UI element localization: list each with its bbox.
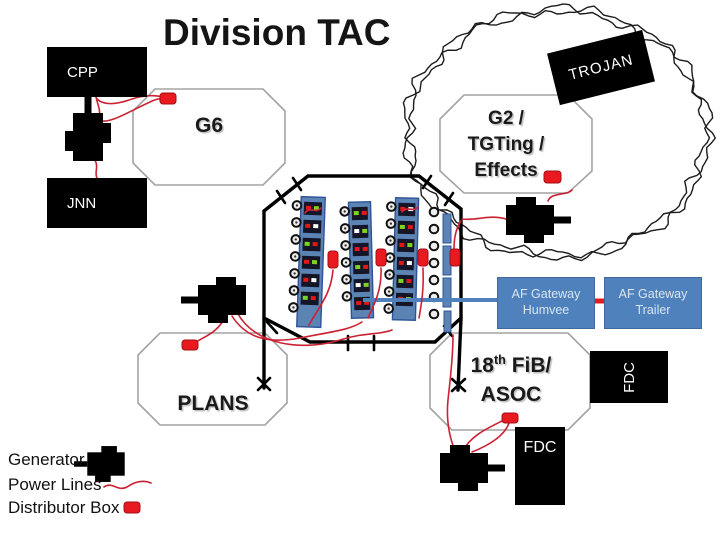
af-gateway-trailer-line1: AF Gateway [618, 287, 688, 302]
fdc-side-node[interactable]: FDC [590, 351, 668, 403]
rack-wheel-icon [428, 274, 440, 286]
distributor-box-icon [327, 250, 339, 269]
g6-label: G6 [194, 114, 223, 137]
legend-distributor-box-icon [123, 501, 141, 514]
jnn-node[interactable]: JNN [47, 178, 147, 228]
cloud-outline [402, 3, 717, 262]
af-gateway-trailer-node[interactable]: AF Gateway Trailer [604, 277, 702, 329]
af-gateway-humvee-node[interactable]: AF Gateway Humvee [497, 277, 595, 329]
rack-wheel-icon [428, 223, 440, 235]
plans-label: PLANS [177, 392, 249, 415]
fib-label-line2: ASOC [480, 383, 542, 406]
legend-distributor-row: Distributor Box [8, 498, 119, 518]
cloud-scribble-path [402, 3, 714, 259]
legend-generator-label: Generator [8, 450, 85, 469]
rack-wheel-icon [428, 240, 440, 252]
generator-icon [181, 277, 246, 323]
generator-icon [65, 96, 111, 161]
legend-distributor-label: Distributor Box [8, 498, 120, 517]
distributor-box-icon [181, 339, 199, 351]
legend-generator-row: Generator [8, 450, 85, 470]
trojan-label: TROJAN [566, 51, 636, 84]
fib-area-shape[interactable] [429, 332, 591, 431]
cpp-label: CPP [67, 63, 98, 81]
g2-label: G2 / TGTing / Effects [440, 106, 572, 184]
af-gateway-humvee-line1: AF Gateway [511, 287, 581, 302]
cpp-node[interactable]: CPP [47, 47, 147, 97]
distributor-box-icon [449, 248, 461, 267]
page-title: Division TAC [163, 12, 391, 53]
equipment-racks [288, 195, 440, 329]
distributor-box-icon [543, 170, 562, 184]
fdc-bottom-node[interactable]: FDC [515, 427, 565, 505]
rack-wheel-icon [428, 308, 440, 320]
legend-power-lines-row: Power Lines [8, 475, 102, 495]
distributor-box-icon [375, 248, 387, 267]
distributor-box-icon [417, 248, 429, 267]
distributor-boxes [123, 92, 562, 514]
distributor-box-icon [501, 412, 519, 424]
legend-power-lines-label: Power Lines [8, 475, 102, 494]
g6-area-shape[interactable] [132, 88, 286, 186]
fib-label: 18th FiB/ ASOC [430, 346, 592, 409]
area-shapes [132, 88, 593, 431]
af-gateway-trailer-line2: Trailer [635, 303, 671, 317]
fib-label-line1: 18th FiB/ [470, 353, 552, 377]
fdc-bottom-label: FDC [523, 439, 557, 456]
g2-label-line1: G2 / [488, 108, 524, 129]
rack-wheel-icon [428, 206, 440, 218]
af-gateway-humvee-line2: Humvee [522, 303, 570, 317]
g2-label-line3: Effects [474, 160, 538, 181]
rack-wheel-icon [428, 257, 440, 269]
equipment-rack [288, 195, 326, 329]
fdc-side-label: FDC [620, 361, 638, 393]
generator-icon [506, 197, 571, 243]
equipment-rack [339, 201, 375, 319]
g2-label-line2: TGTing / [467, 134, 545, 155]
distributor-box-icon [159, 92, 177, 105]
equipment-rack [383, 197, 420, 321]
antenna-pole [442, 213, 452, 333]
jnn-label: JNN [67, 194, 97, 212]
